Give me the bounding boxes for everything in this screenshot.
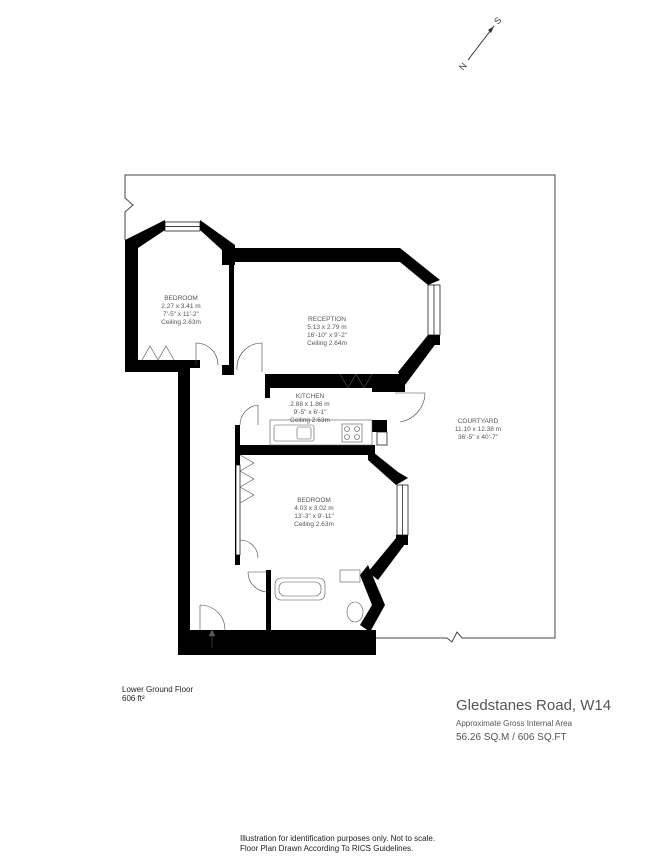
kitchen-counter (269, 419, 373, 446)
property-title: Gledstanes Road, W14 (456, 697, 612, 714)
windows (164, 221, 441, 556)
bath-icon (274, 577, 326, 601)
svg-text:N: N (457, 61, 469, 72)
toilet-icon (346, 601, 364, 623)
courtyard-boundary (124, 174, 556, 643)
wardrobe-icon (339, 373, 373, 389)
wardrobe-icon (239, 454, 255, 504)
hob-icon (341, 423, 363, 443)
walls (125, 220, 440, 655)
svg-text:S: S (492, 15, 504, 26)
doors (195, 342, 426, 631)
basin-icon (339, 569, 361, 583)
fixtures (141, 345, 373, 648)
property-area: 56.26 SQ.M / 606 SQ.FT (456, 732, 567, 743)
property-subtitle: Approximate Gross Internal Area (456, 719, 573, 728)
wardrobe-icon (141, 345, 175, 361)
disclaimer: Illustration for identification purposes… (240, 834, 436, 853)
compass-icon: N S (457, 15, 504, 72)
sink-icon (273, 424, 315, 442)
